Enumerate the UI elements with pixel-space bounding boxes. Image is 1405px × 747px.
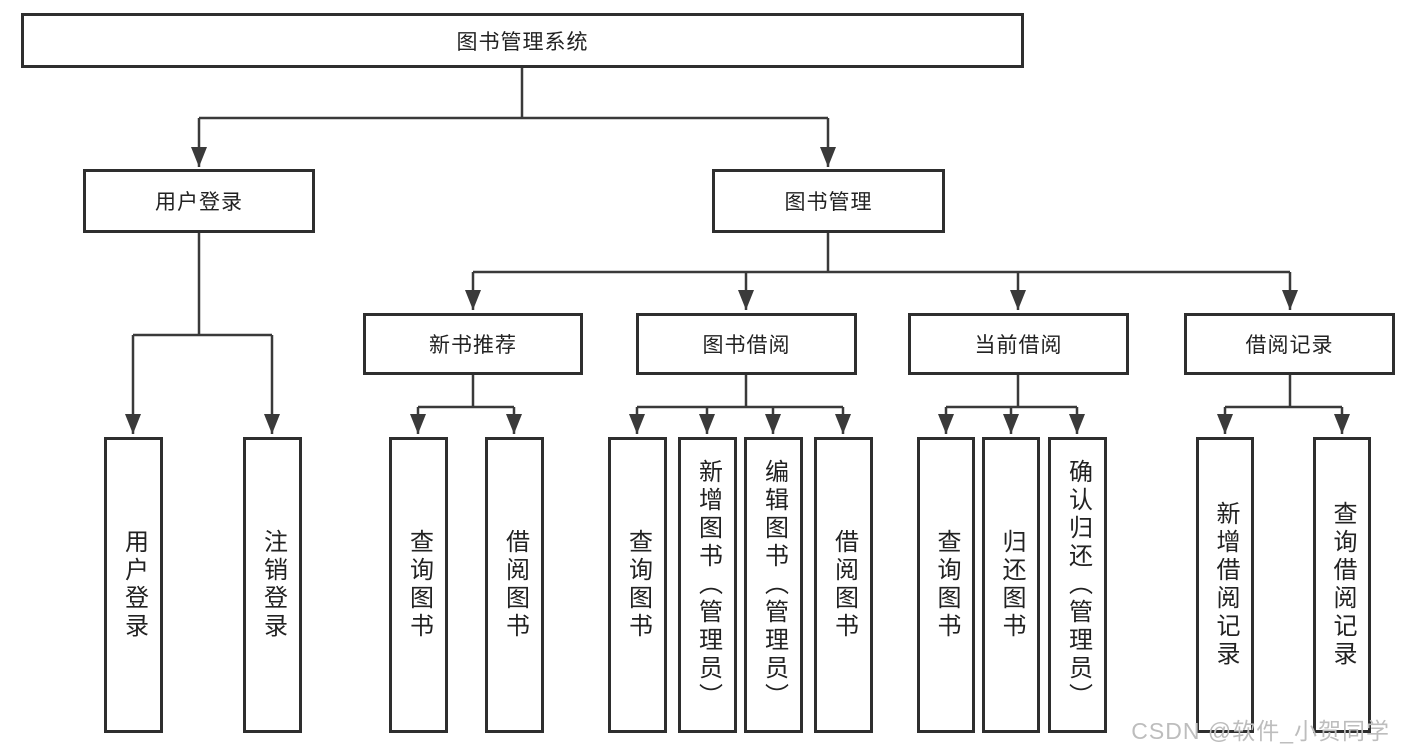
leaf-logout-label: 注销登录 — [259, 529, 287, 641]
leaf-return-book: 归还图书 — [982, 437, 1040, 733]
leaf-edit-book-admin-label: 编辑图书（管理员） — [760, 459, 788, 711]
leaf-query-borrow-record: 查询借阅记录 — [1313, 437, 1371, 733]
leaf-query-borrow-record-label: 查询借阅记录 — [1329, 501, 1356, 669]
leaf-add-borrow-record-label: 新增借阅记录 — [1212, 501, 1239, 669]
leaf-user-login: 用户登录 — [104, 437, 163, 733]
leaf-query-books-recommend: 查询图书 — [389, 437, 448, 733]
leaf-borrow-books-borrowing-label: 借阅图书 — [830, 529, 858, 641]
leaf-query-books-borrowing: 查询图书 — [608, 437, 667, 733]
leaf-query-books-current-label: 查询图书 — [933, 529, 960, 641]
leaf-confirm-return-admin-label: 确认归还（管理员） — [1064, 459, 1092, 711]
connector-trunks — [133, 68, 1342, 409]
leaf-logout: 注销登录 — [243, 437, 302, 733]
leaf-query-books-borrowing-label: 查询图书 — [624, 529, 652, 641]
leaf-query-books-current: 查询图书 — [917, 437, 975, 733]
node-root-system: 图书管理系统 — [21, 13, 1024, 68]
csdn-watermark: CSDN @软件_小贺同学 — [1131, 718, 1390, 744]
node-user-login: 用户登录 — [83, 169, 315, 233]
leaf-borrow-books-borrowing: 借阅图书 — [814, 437, 873, 733]
leaf-borrow-books-recommend-label: 借阅图书 — [501, 529, 529, 641]
node-new-book-recommend: 新书推荐 — [363, 313, 583, 375]
leaf-add-book-admin-label: 新增图书（管理员） — [694, 459, 722, 711]
leaf-add-book-admin: 新增图书（管理员） — [678, 437, 737, 733]
node-book-borrowing: 图书借阅 — [636, 313, 857, 375]
leaf-borrow-books-recommend: 借阅图书 — [485, 437, 544, 733]
leaf-return-book-label: 归还图书 — [998, 529, 1025, 641]
leaf-query-books-recommend-label: 查询图书 — [405, 529, 433, 641]
leaf-edit-book-admin: 编辑图书（管理员） — [744, 437, 803, 733]
node-borrow-records: 借阅记录 — [1184, 313, 1395, 375]
leaf-user-login-label: 用户登录 — [120, 529, 148, 641]
node-current-borrowing: 当前借阅 — [908, 313, 1129, 375]
node-book-management: 图书管理 — [712, 169, 945, 233]
leaf-confirm-return-admin: 确认归还（管理员） — [1048, 437, 1107, 733]
leaf-add-borrow-record: 新增借阅记录 — [1196, 437, 1254, 733]
